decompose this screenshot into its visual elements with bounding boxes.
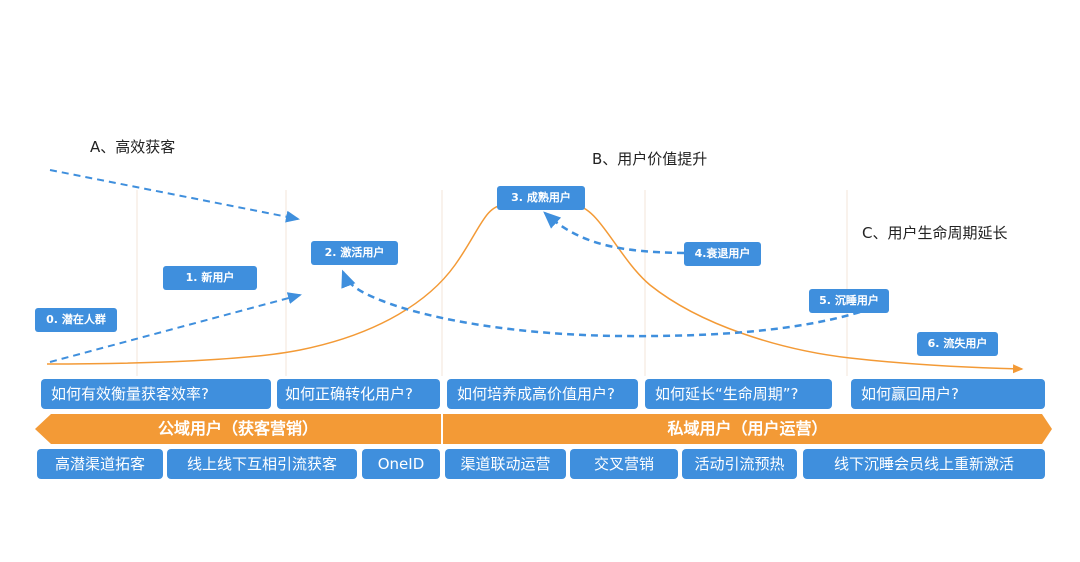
stage-tag: 3. 成熟用户 bbox=[497, 186, 585, 210]
tactic-box: OneID bbox=[362, 449, 440, 479]
tactic-box: 交叉营销 bbox=[570, 449, 678, 479]
heading-c: C、用户生命周期延长 bbox=[862, 224, 1008, 242]
stage-tag: 1. 新用户 bbox=[163, 266, 257, 290]
decline-arrow bbox=[543, 211, 685, 255]
return-arrow bbox=[341, 269, 861, 338]
stage-tag: 2. 激活用户 bbox=[311, 241, 398, 265]
acquisition-arrow bbox=[49, 169, 300, 223]
private-domain-banner: 私域用户（用户运营） bbox=[443, 414, 1052, 444]
tactic-box: 高潜渠道拓客 bbox=[37, 449, 163, 479]
stage-tag: 4.衰退用户 bbox=[684, 242, 761, 266]
question-box: 如何延长“生命周期”? bbox=[645, 379, 832, 409]
tactic-box: 线上线下互相引流获客 bbox=[167, 449, 357, 479]
stage-tag: 0. 潜在人群 bbox=[35, 308, 117, 332]
heading-b: B、用户价值提升 bbox=[592, 150, 708, 168]
stage-tag: 6. 流失用户 bbox=[917, 332, 998, 356]
stage-tag: 5. 沉睡用户 bbox=[809, 289, 889, 313]
public-domain-banner: 公域用户（获客营销） bbox=[35, 414, 441, 444]
tactic-box: 活动引流预热 bbox=[682, 449, 797, 479]
question-box: 如何正确转化用户? bbox=[277, 379, 440, 409]
question-box: 如何培养成高价值用户? bbox=[447, 379, 638, 409]
question-box: 如何赢回用户? bbox=[851, 379, 1045, 409]
tactic-box: 线下沉睡会员线上重新激活 bbox=[803, 449, 1045, 479]
question-box: 如何有效衡量获客效率? bbox=[41, 379, 271, 409]
heading-a: A、高效获客 bbox=[90, 138, 176, 156]
tactic-box: 渠道联动运营 bbox=[445, 449, 566, 479]
